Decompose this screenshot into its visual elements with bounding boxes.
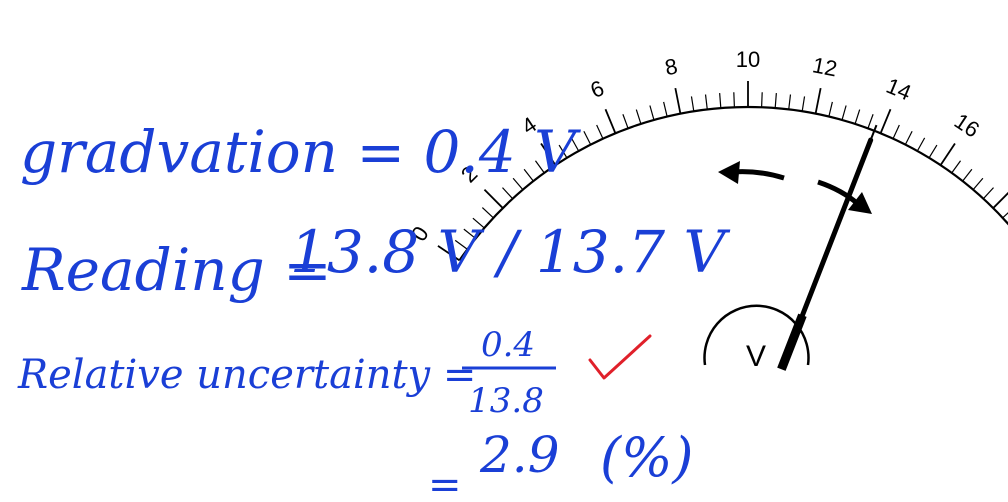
arrow-left-icon [731, 169, 785, 181]
minor-tick [761, 92, 763, 108]
minor-tick [690, 96, 695, 112]
needle-shaft [777, 313, 807, 371]
major-tick [939, 142, 956, 166]
major-tick [814, 87, 822, 114]
minor-tick [928, 144, 938, 159]
fraction-numerator: 0.4 [481, 325, 535, 365]
relative-uncertainty-label: Relative uncertainty = [17, 352, 476, 398]
fraction-denominator: 13.8 [468, 381, 544, 421]
minor-tick [512, 177, 524, 191]
minor-tick [733, 92, 735, 108]
minor-tick [828, 101, 833, 117]
minor-tick [788, 94, 792, 110]
minor-tick [916, 137, 926, 152]
check-mark-icon [588, 334, 652, 380]
tick-label: 8 [663, 53, 680, 80]
minor-tick [583, 130, 592, 145]
minor-tick [663, 101, 668, 117]
minor-tick [558, 144, 568, 159]
tick-label: 6 [587, 75, 608, 103]
major-tick [992, 191, 1008, 209]
meter-pivot-housing [703, 304, 810, 366]
minor-tick [523, 168, 534, 182]
meter-needle-tip [869, 124, 878, 141]
arrow-right-head-icon [848, 192, 872, 214]
minor-tick [463, 228, 476, 239]
reading-value: 13.8 V / 13.7 V [290, 218, 730, 286]
reading-label: Reading = [21, 236, 332, 304]
tick-label: 10 [736, 47, 760, 72]
minor-tick [502, 187, 514, 200]
tick-label: 12 [810, 52, 839, 81]
minor-tick [867, 114, 874, 129]
result-value: 2.9 [479, 426, 560, 484]
minor-tick [635, 109, 642, 125]
minor-tick [904, 130, 913, 145]
handwritten-notes: gradvation = 0.4 V Reading = 13.8 V / 13… [17, 118, 730, 502]
minor-tick [534, 160, 545, 174]
minor-tick [982, 187, 994, 200]
minor-tick [841, 105, 847, 121]
minor-tick [704, 94, 708, 110]
minor-tick [854, 109, 861, 125]
minor-tick [892, 124, 900, 139]
major-tick [879, 108, 892, 134]
result-unit: (%) [600, 426, 693, 489]
minor-tick [649, 105, 655, 121]
arrow-left-head-icon [718, 161, 740, 184]
scale-ticks [437, 81, 1008, 262]
tick-label: 16 [950, 108, 984, 142]
tick-label: 14 [883, 73, 915, 105]
minor-tick [472, 217, 485, 229]
minor-tick [596, 124, 604, 139]
major-tick [604, 108, 617, 134]
meter-needle [799, 137, 874, 318]
minor-tick [774, 93, 777, 109]
minor-tick [481, 207, 494, 219]
voltmeter-dial: 02468101214161820 V [406, 47, 1008, 373]
result-equals: = [428, 462, 462, 502]
minor-tick [622, 114, 629, 129]
major-tick [483, 188, 504, 209]
minor-tick [801, 96, 806, 112]
minor-tick [951, 160, 962, 174]
minor-tick [972, 177, 984, 191]
major-tick [674, 87, 682, 114]
meter-unit-symbol: V [746, 340, 766, 373]
minor-tick [1002, 212, 1008, 219]
minor-tick [454, 239, 468, 250]
major-tick [540, 142, 557, 166]
minor-tick [962, 168, 973, 182]
graduation-note: gradvation = 0.4 V [20, 118, 581, 186]
minor-tick [719, 93, 722, 109]
major-tick [437, 245, 460, 262]
minor-tick [570, 137, 580, 152]
